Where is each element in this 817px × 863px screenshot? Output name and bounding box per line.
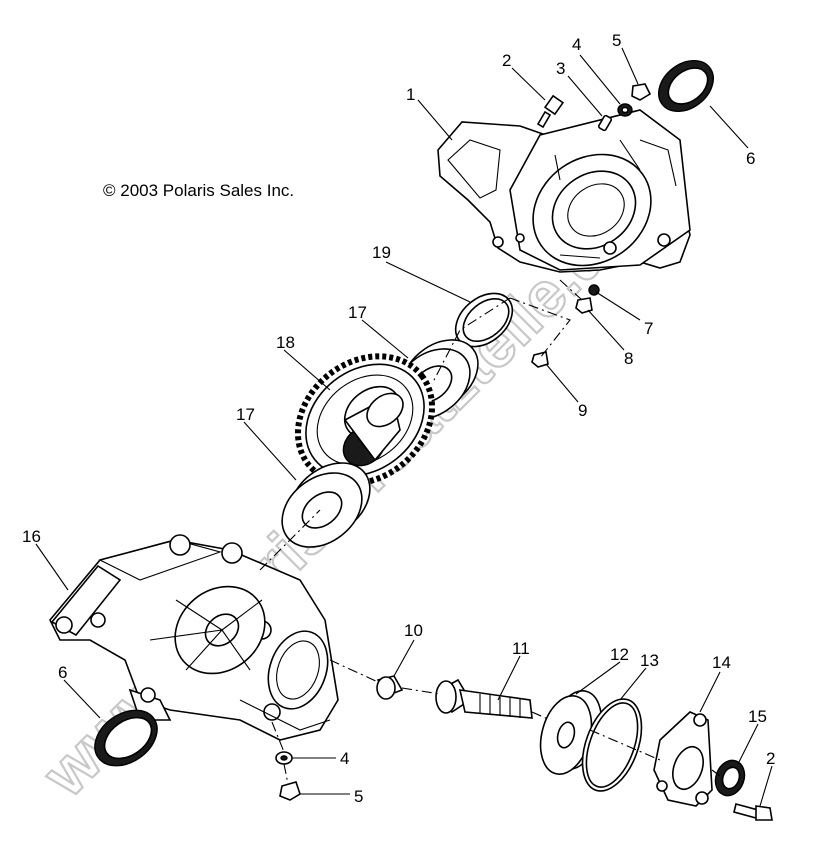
- leader-lines: [35, 47, 773, 807]
- callout-14: 14: [712, 653, 731, 672]
- callout-2-lower: 2: [766, 749, 775, 768]
- callout-16: 16: [22, 527, 41, 546]
- bolt-2-upper: [536, 94, 565, 129]
- copyright-text: © 2003 Polaris Sales Inc.: [103, 181, 294, 200]
- callout-19: 19: [372, 243, 391, 262]
- washer-4-lower: [275, 751, 293, 765]
- callout-18: 18: [276, 333, 295, 352]
- callout-15: 15: [748, 707, 767, 726]
- lower-housing: [49, 534, 339, 741]
- callout-4-lower: 4: [340, 749, 349, 768]
- callout-8: 8: [624, 349, 633, 368]
- o-ring-13: [581, 698, 643, 792]
- callout-12: 12: [610, 645, 629, 664]
- callouts: 1 2 3 4 5 6 7 8 9 19 17 18 17 16 6 10 11…: [22, 31, 775, 806]
- callout-6: 6: [746, 149, 755, 168]
- bearing-17-lower: [281, 462, 371, 548]
- callout-17-lower: 17: [236, 405, 255, 424]
- callout-11: 11: [512, 639, 530, 658]
- callout-4: 4: [572, 35, 581, 54]
- axis-lines: [259, 279, 721, 785]
- callout-9: 9: [578, 401, 587, 420]
- plug-8: [575, 297, 593, 314]
- plug-5-upper: [631, 83, 652, 101]
- dowel-pin-3: [597, 114, 613, 132]
- callout-5-lower: 5: [354, 787, 363, 806]
- callout-5: 5: [612, 31, 621, 50]
- callout-1: 1: [406, 85, 415, 104]
- bushing-10: [376, 675, 404, 700]
- callout-10: 10: [404, 621, 423, 640]
- seal-6-lower: [94, 709, 158, 767]
- seal-15: [714, 759, 746, 797]
- washer-4-upper: [617, 103, 633, 117]
- seal-6-upper: [658, 59, 714, 113]
- callout-2: 2: [502, 51, 511, 70]
- o-ring-19: [454, 292, 514, 348]
- callout-6-lower: 6: [58, 663, 67, 682]
- plug-9: [531, 351, 549, 368]
- plug-5-lower: [279, 781, 301, 801]
- callout-13: 13: [640, 651, 659, 670]
- ring-gear-18: [294, 353, 436, 487]
- pinion-shaft-11: [435, 678, 533, 719]
- cover-14: [653, 711, 713, 807]
- callout-3: 3: [556, 59, 565, 78]
- callout-7: 7: [644, 319, 653, 338]
- bolt-2-lower: [733, 803, 773, 821]
- callout-17-upper: 17: [348, 303, 367, 322]
- upper-housing: [437, 109, 691, 273]
